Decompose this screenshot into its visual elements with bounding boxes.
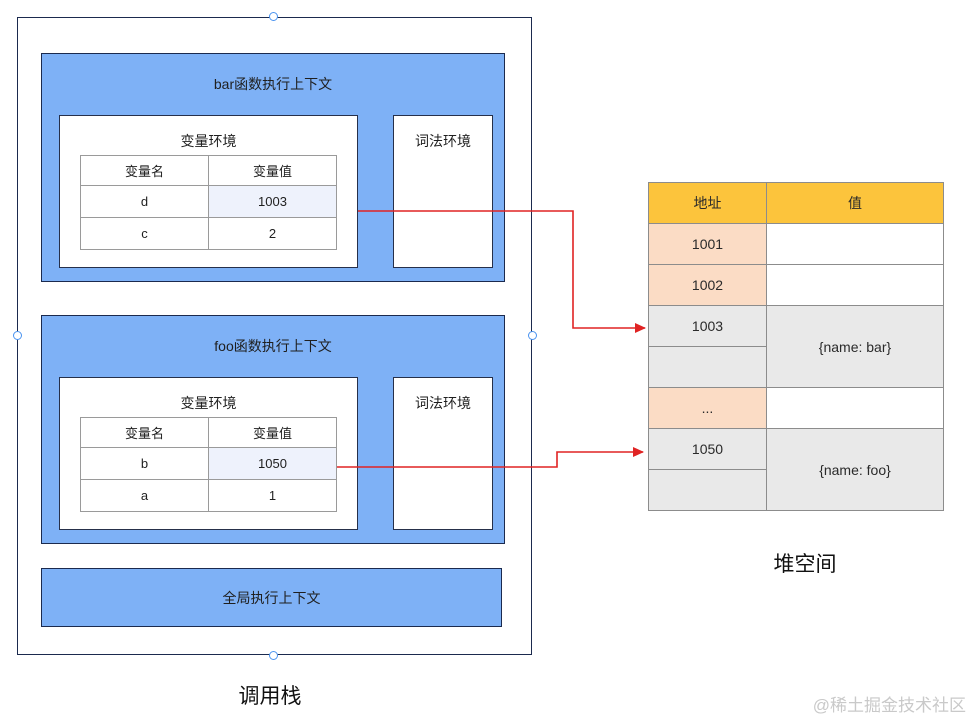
- context-title-foo: foo函数执行上下文: [214, 338, 332, 354]
- table-row: 1001: [648, 223, 944, 265]
- heap-value-cell: [766, 223, 944, 265]
- variable-table-foo: 变量名 变量值 b 1050 a 1: [80, 417, 337, 512]
- variable-env-box-bar[interactable]: 变量环境 变量名 变量值 d 1003 c 2: [59, 115, 358, 268]
- table-row: b 1050: [80, 447, 337, 480]
- table-row: a 1: [80, 479, 337, 512]
- heap-table[interactable]: 地址 值 1001 1002 1003 {name: bar} ... 1050…: [648, 182, 944, 511]
- table-row: [648, 346, 944, 388]
- heap-space-label: 堆空间: [773, 553, 837, 576]
- heap-value-cell: [766, 387, 944, 429]
- selection-handle-left[interactable]: [13, 331, 22, 340]
- table-row: c 2: [80, 217, 337, 250]
- heap-address-cell: 1003: [648, 305, 767, 347]
- variable-env-title: 变量环境: [180, 133, 237, 149]
- heap-address-cell: 1050: [648, 428, 767, 470]
- var-value-cell: 1003: [208, 185, 337, 218]
- var-name-header: 变量名: [80, 417, 209, 448]
- var-value-cell: 1050: [208, 447, 337, 480]
- heap-address-cell: 1001: [648, 223, 767, 265]
- variable-env-box-foo[interactable]: 变量环境 变量名 变量值 b 1050 a 1: [59, 377, 358, 530]
- var-name-cell: b: [80, 447, 209, 480]
- heap-address-cell: [648, 346, 767, 388]
- lexical-env-box-bar[interactable]: 词法环境: [393, 115, 493, 268]
- table-row: [648, 469, 944, 511]
- watermark: @稀土掘金技术社区: [812, 696, 966, 715]
- heap-address-cell: 1002: [648, 264, 767, 306]
- selection-handle-top[interactable]: [269, 12, 278, 21]
- execution-context-bar[interactable]: bar函数执行上下文 变量环境 变量名 变量值 d 1003 c 2 词法环境: [41, 53, 505, 282]
- heap-value-cell: [766, 264, 944, 306]
- table-row: ...: [648, 387, 944, 429]
- execution-context-foo[interactable]: foo函数执行上下文 变量环境 变量名 变量值 b 1050 a 1 词法环境: [41, 315, 505, 544]
- lexical-env-title: 词法环境: [415, 133, 471, 149]
- var-value-header: 变量值: [208, 417, 337, 448]
- table-row: 1050 {name: foo}: [648, 428, 944, 511]
- lexical-env-box-foo[interactable]: 词法环境: [393, 377, 493, 530]
- global-context-box[interactable]: 全局执行上下文: [41, 568, 502, 627]
- variable-table-bar: 变量名 变量值 d 1003 c 2: [80, 155, 337, 250]
- selection-handle-right[interactable]: [528, 331, 537, 340]
- heap-address-cell: ...: [648, 387, 767, 429]
- heap-address-cell: [648, 469, 767, 511]
- heap-value-header: 值: [766, 182, 944, 224]
- table-row: 1003 {name: bar}: [648, 305, 944, 388]
- var-name-cell: d: [80, 185, 209, 218]
- var-name-cell: a: [80, 479, 209, 512]
- global-context-title: 全局执行上下文: [222, 589, 321, 606]
- table-row: 1002: [648, 264, 944, 306]
- heap-address-header: 地址: [648, 182, 767, 224]
- table-row: d 1003: [80, 185, 337, 218]
- var-value-header: 变量值: [208, 155, 337, 186]
- var-value-cell: 1: [208, 479, 337, 512]
- var-name-cell: c: [80, 217, 209, 250]
- var-value-cell: 2: [208, 217, 337, 250]
- heap-object-cell: {name: foo}: [766, 428, 944, 511]
- heap-object-cell: {name: bar}: [766, 305, 944, 388]
- lexical-env-title: 词法环境: [415, 395, 471, 411]
- selection-handle-bottom[interactable]: [269, 651, 278, 660]
- var-name-header: 变量名: [80, 155, 209, 186]
- context-title-bar: bar函数执行上下文: [213, 76, 333, 92]
- call-stack-label: 调用栈: [238, 685, 302, 708]
- variable-env-title: 变量环境: [180, 395, 237, 411]
